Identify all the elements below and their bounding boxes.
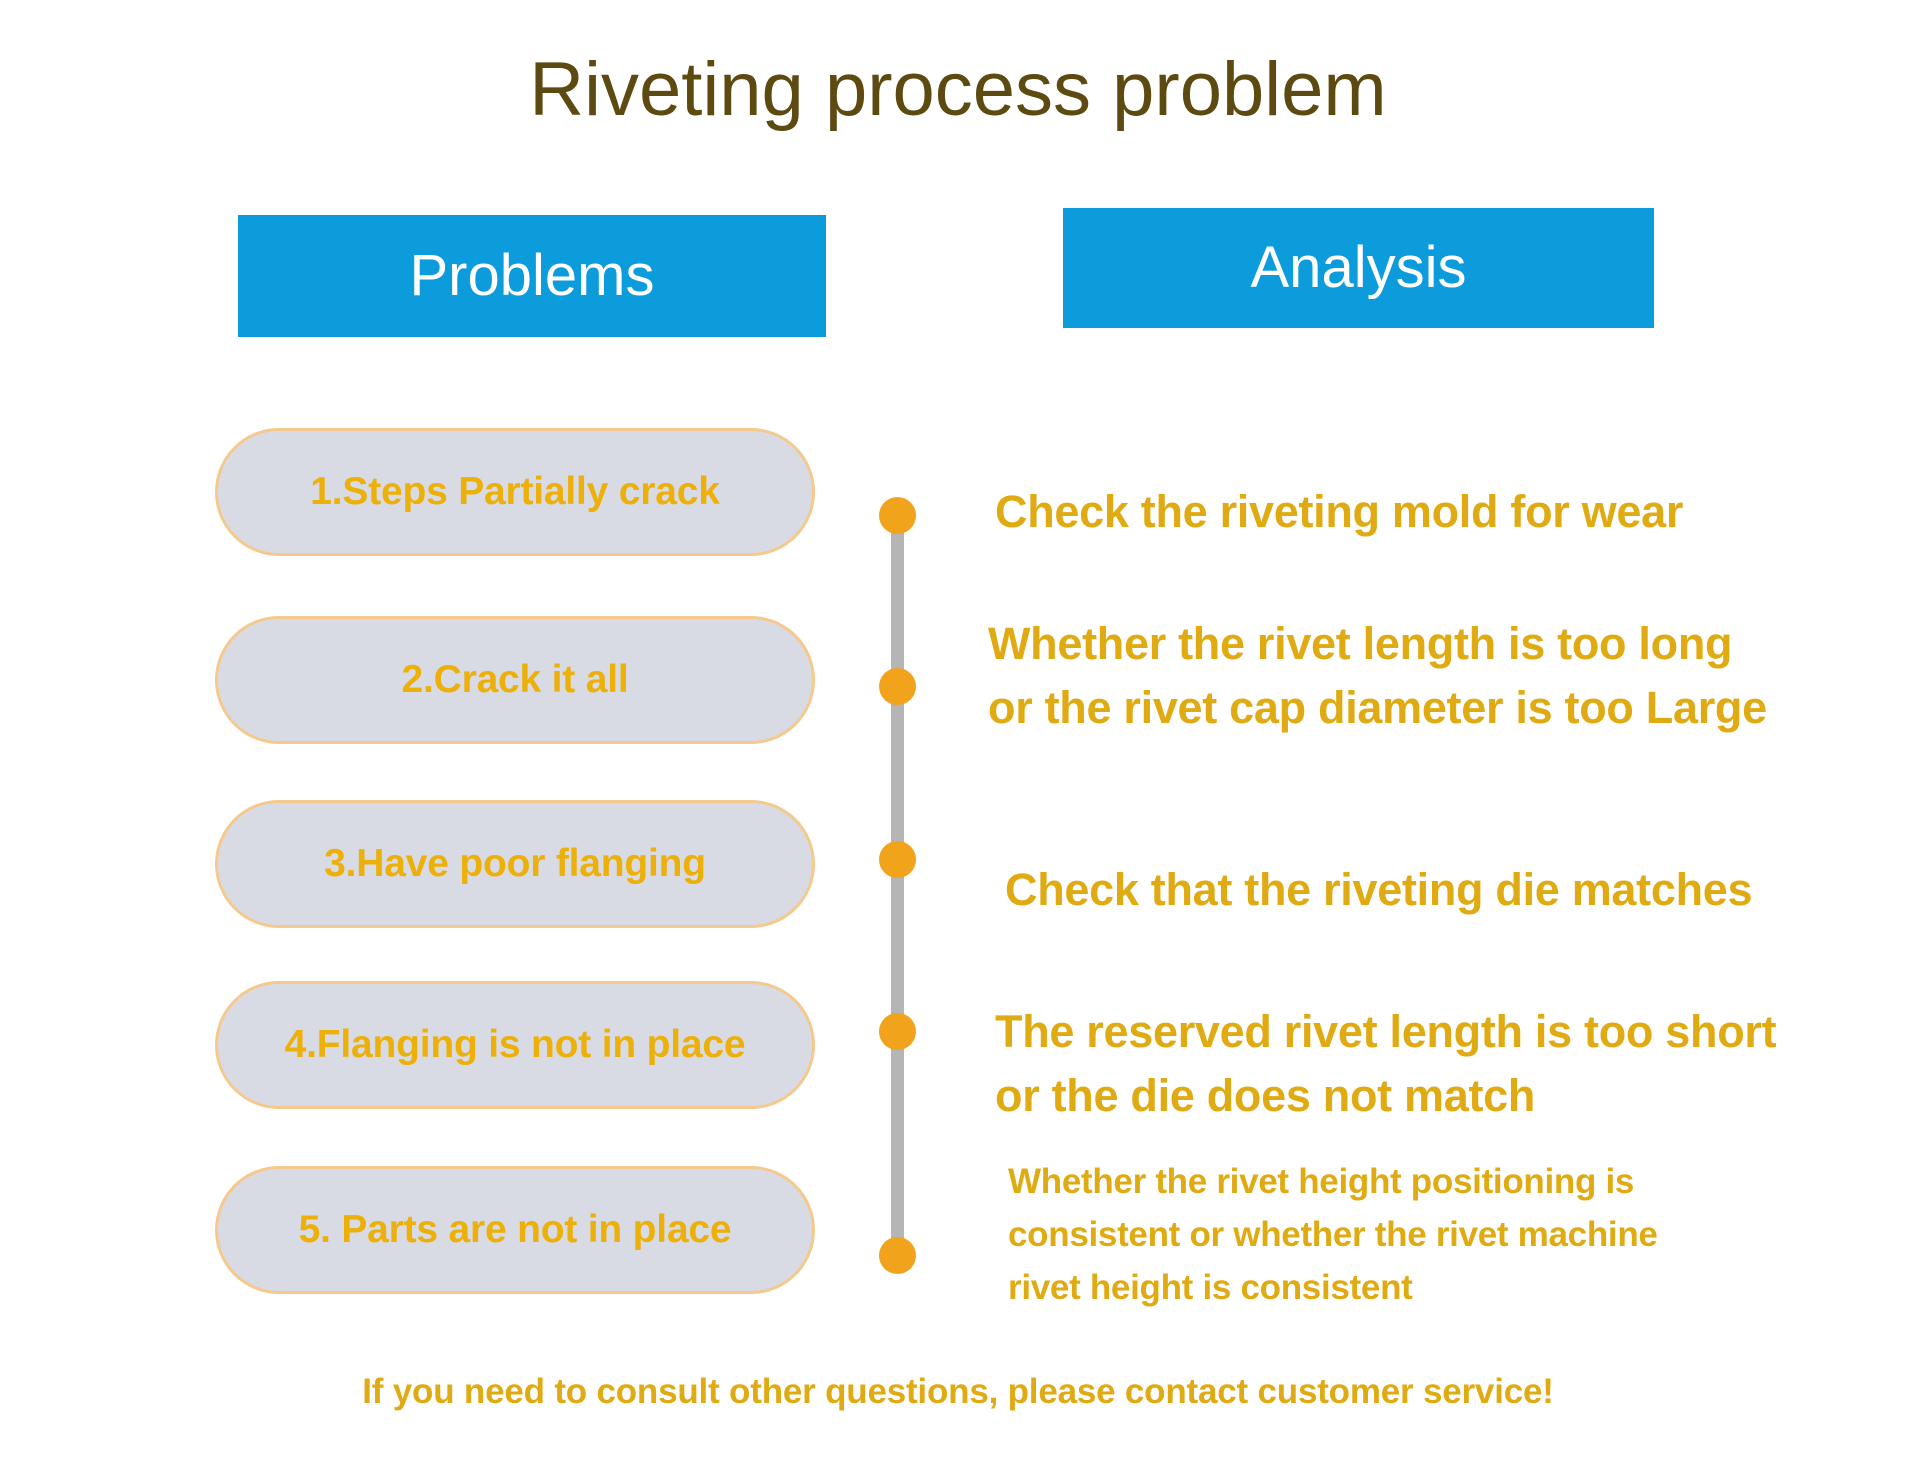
- analysis-item-5-line-1: Whether the rivet height positioning is: [1008, 1162, 1635, 1201]
- column-header-analysis-label: Analysis: [1250, 235, 1467, 300]
- connector-rail-line: [891, 515, 904, 1254]
- problem-pill-3[interactable]: 3.Have poor flanging: [215, 800, 815, 928]
- analysis-item-5-line-3: rivet height is consistent: [1008, 1268, 1413, 1308]
- column-header-problems-label: Problems: [409, 243, 655, 308]
- column-header-analysis: Analysis: [1063, 208, 1654, 328]
- analysis-item-2-line-1: Whether the rivet length is too long: [988, 618, 1733, 669]
- page-title: Riveting process problem: [529, 47, 1387, 132]
- analysis-item-5-line-2: consistent or whether the rivet machine: [1008, 1215, 1658, 1255]
- analysis-item-2: Whether the rivet length is too long or …: [988, 612, 1767, 740]
- analysis-item-4-line-1: The reserved rivet length is too short: [995, 1006, 1777, 1057]
- problem-pill-4[interactable]: 4.Flanging is not in place: [215, 981, 815, 1109]
- analysis-item-2-line-2: or the rivet cap diameter is too Large: [988, 681, 1767, 733]
- analysis-item-3-line-1: Check that the riveting die matches: [1005, 864, 1753, 915]
- connector-dot-3: [879, 841, 916, 878]
- connector-dot-5: [879, 1237, 916, 1274]
- problem-pill-3-label: 3.Have poor flanging: [324, 842, 706, 885]
- problem-pill-1-label: 1.Steps Partially crack: [310, 470, 720, 513]
- analysis-item-4: The reserved rivet length is too short o…: [995, 1000, 1777, 1128]
- problem-pill-4-label: 4.Flanging is not in place: [284, 1023, 746, 1066]
- problem-pill-1[interactable]: 1.Steps Partially crack: [215, 428, 815, 556]
- analysis-item-4-line-2: or the die does not match: [995, 1069, 1536, 1121]
- problem-pill-2-label: 2.Crack it all: [401, 658, 629, 701]
- problem-pill-5[interactable]: 5. Parts are not in place: [215, 1166, 815, 1294]
- connector-dot-2: [879, 668, 916, 705]
- connector-dot-4: [879, 1013, 916, 1050]
- problem-pill-5-label: 5. Parts are not in place: [298, 1208, 732, 1251]
- analysis-item-1-line-1: Check the riveting mold for wear: [995, 486, 1684, 537]
- column-header-problems: Problems: [238, 215, 826, 337]
- analysis-item-3: Check that the riveting die matches: [1005, 858, 1753, 922]
- footer-note: If you need to consult other questions, …: [362, 1372, 1554, 1411]
- connector-dot-1: [879, 497, 916, 534]
- analysis-item-1: Check the riveting mold for wear: [995, 480, 1683, 544]
- problem-pill-2[interactable]: 2.Crack it all: [215, 616, 815, 744]
- analysis-item-5: Whether the rivet height positioning is …: [1008, 1155, 1658, 1315]
